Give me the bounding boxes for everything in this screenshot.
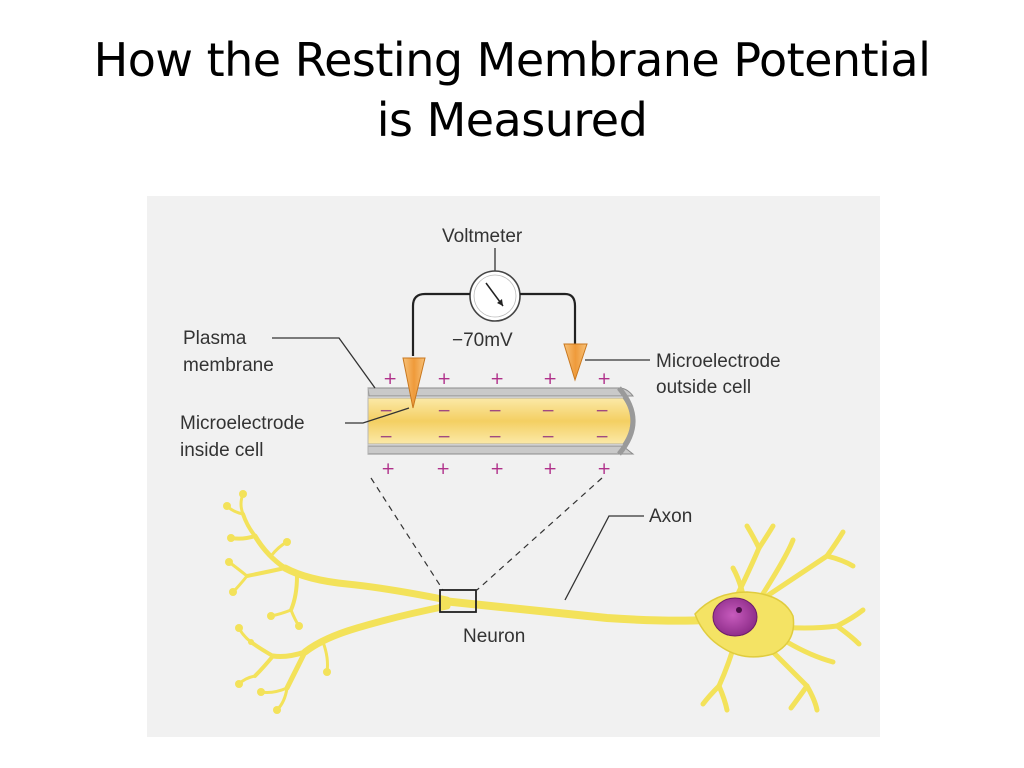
neuron-nucleus [712,597,758,637]
axon-segment [367,386,636,456]
minus-sign: − [595,401,609,421]
zoom-line-right [476,477,603,591]
title-line-2: is Measured [376,93,648,147]
diagram-svg: Voltmeter −70mV + + + + + − − − − − − − [147,196,880,737]
wire-right [520,292,577,346]
plus-sign: + [383,369,397,389]
inside-charges: − − − − − − − − − − [379,401,609,447]
outside-charges-bottom: + + + + + [381,459,611,479]
plus-sign: + [381,459,395,479]
neuron-illustration [223,490,866,714]
electrode-inside-label-1: Microelectrode [180,413,305,434]
electrode-outside-label-1: Microelectrode [656,351,781,372]
voltage-reading: −70mV [452,330,513,351]
zoom-line-left [370,477,444,591]
electrode-outside-label-2: outside cell [656,377,751,398]
minus-sign: − [437,401,451,421]
diagram-background [147,196,880,737]
voltmeter-gauge [469,270,521,322]
outside-charges-top: + + + + + [383,369,611,389]
electrode-inside-leader [345,407,410,424]
electrode-inside-label-2: inside cell [180,440,263,461]
electrode-inside [402,357,426,409]
electrode-outside [563,343,588,382]
slide-title: How the Resting Membrane Potential is Me… [0,30,1024,150]
minus-sign: − [488,401,502,421]
plasma-membrane-label-1: Plasma [183,328,247,349]
plus-sign: + [490,369,504,389]
minus-sign: − [379,427,393,447]
minus-sign: − [488,427,502,447]
plasma-membrane-leader [272,337,376,389]
plus-sign: + [436,459,450,479]
axon-label: Axon [649,506,692,527]
wire-left [411,292,470,356]
title-line-1: How the Resting Membrane Potential [93,33,931,87]
plasma-membrane-label-2: membrane [183,355,274,376]
plus-sign: + [543,369,557,389]
minus-sign: − [541,401,555,421]
diagram-figure: Voltmeter −70mV + + + + + − − − − − − − [147,196,880,737]
zoom-box [439,589,477,613]
voltmeter-label: Voltmeter [442,226,523,247]
plus-sign: + [543,459,557,479]
minus-sign: − [595,427,609,447]
minus-sign: − [541,427,555,447]
plus-sign: + [597,369,611,389]
minus-sign: − [379,401,393,421]
plus-sign: + [437,369,451,389]
plus-sign: + [597,459,611,479]
axon-leader [564,515,644,601]
plus-sign: + [490,459,504,479]
minus-sign: − [437,427,451,447]
neuron-label: Neuron [463,626,525,647]
